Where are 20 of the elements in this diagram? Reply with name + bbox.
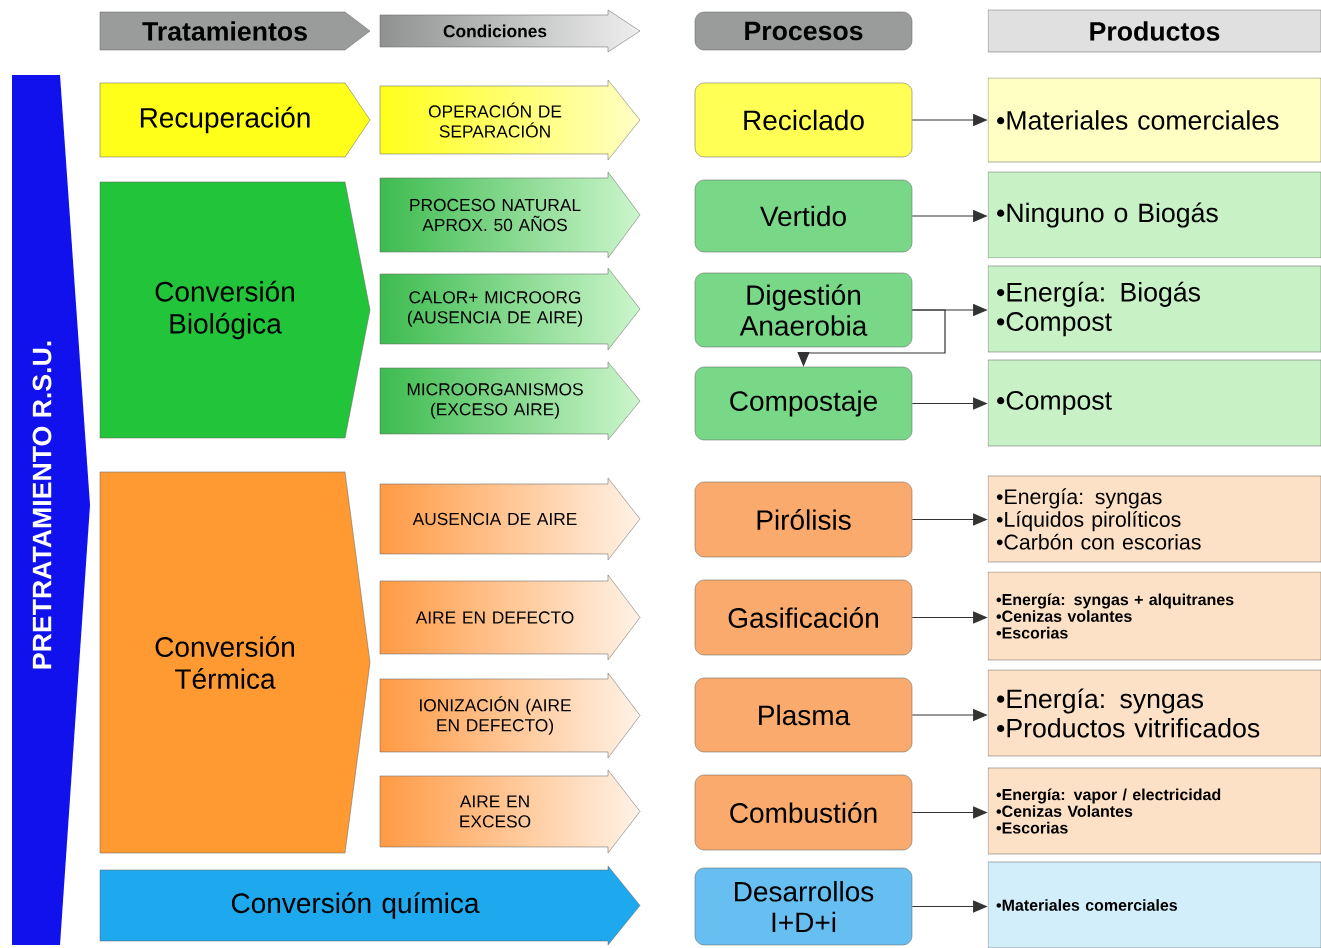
process-box: Reciclado [694, 82, 913, 158]
product-box: •Energía: vapor / electricidad •Cenizas Volantes •Escorias [987, 767, 1321, 855]
product-box: •Compost [987, 359, 1321, 447]
process-box: Vertido [694, 179, 913, 253]
product-box: Productos [987, 9, 1321, 53]
process-box: Combustión [694, 774, 913, 851]
product-box: •Energía: syngas + alquitranes •Cenizas volantes •Escorias [987, 571, 1321, 661]
product-box: •Materiales comerciales [987, 861, 1321, 948]
process-box: Digestión Anaerobia [694, 272, 913, 348]
process-box: Procesos [694, 11, 913, 51]
product-box: •Energía: syngas •Líquidos pirolíticos •Carbón con escorias [987, 475, 1321, 563]
product-box: •Ninguno o Biogás [987, 171, 1321, 259]
product-box: •Materiales comerciales [987, 77, 1321, 163]
product-box: •Energía: syngas •Productos vitrificados [987, 669, 1321, 757]
process-box: Pirólisis [694, 481, 913, 558]
process-box: Desarrollos I+D+i [694, 867, 913, 946]
product-box: •Energía: Biogás •Compost [987, 265, 1321, 353]
process-box: Gasificación [694, 579, 913, 656]
process-box: Compostaje [694, 366, 913, 441]
process-box: Plasma [694, 677, 913, 753]
